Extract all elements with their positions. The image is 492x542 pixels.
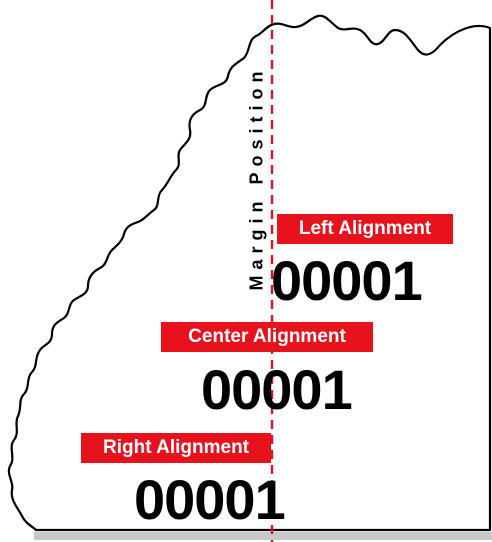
torn-paper-edge xyxy=(7,14,492,532)
right-alignment-number: 00001 xyxy=(134,468,286,531)
paper-shadow xyxy=(34,532,492,540)
right-alignment-label: Right Alignment xyxy=(81,433,271,463)
left-alignment-number: 00001 xyxy=(271,249,423,312)
margin-position-label: Margin Position xyxy=(246,65,267,291)
center-alignment-label: Center Alignment xyxy=(161,322,373,352)
left-alignment-label: Left Alignment xyxy=(277,214,453,244)
center-alignment-number: 00001 xyxy=(201,358,353,421)
